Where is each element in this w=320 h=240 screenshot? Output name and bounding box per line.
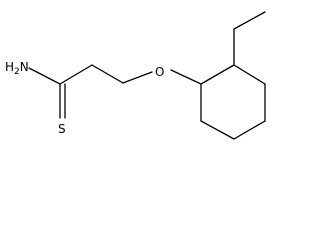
bond-c2-c3 bbox=[91, 64, 124, 84]
chemical-structure-diagram: H2N O S bbox=[5, 11, 266, 140]
ring-bond-1 bbox=[200, 64, 235, 85]
bond-n-c1 bbox=[28, 67, 61, 85]
ring-bond-4 bbox=[233, 120, 266, 140]
atom-label-oxygen: O bbox=[155, 65, 164, 79]
bond-o-ring bbox=[170, 69, 202, 85]
bond-c3-o bbox=[122, 71, 153, 84]
bond-c1-c2 bbox=[59, 64, 93, 85]
atom-label-h-count: 2 bbox=[14, 67, 20, 77]
bond-ethyl-methyl bbox=[233, 11, 266, 30]
atom-label-nh2: H2N bbox=[5, 60, 29, 77]
atom-label-sulfur: S bbox=[58, 122, 66, 136]
atom-label-n: N bbox=[20, 60, 29, 74]
atom-label-h: H bbox=[5, 60, 14, 74]
ring-bond-5 bbox=[200, 120, 235, 140]
ring-bond-2 bbox=[233, 64, 266, 85]
